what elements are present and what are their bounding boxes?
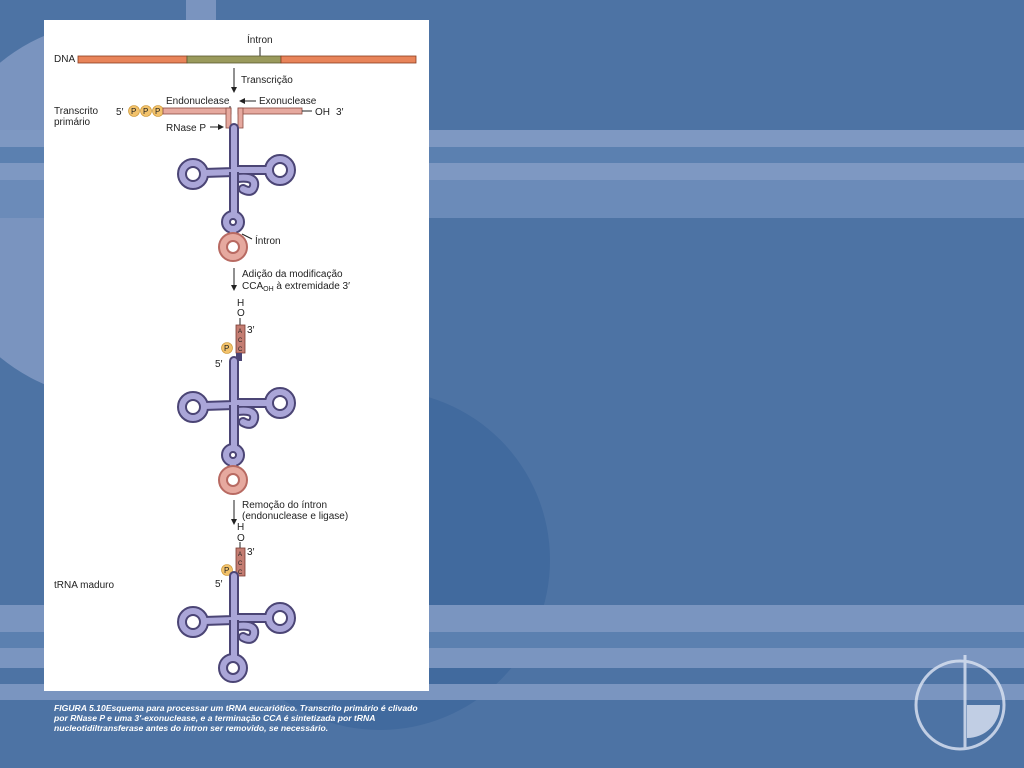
svg-text:A: A [238,552,242,558]
endonuclease-label: Endonuclease [166,96,230,107]
svg-text:P: P [143,107,148,116]
hydroxyl-h: H [237,298,244,309]
intron-removal-label: Remoção do íntron [242,500,327,511]
trna-cca-structure [182,353,291,490]
dna-bar [77,55,417,64]
hydroxyl-o: O [237,308,245,319]
phosphate-group: P P P [128,105,164,117]
exonuclease-label: Exonuclease [259,96,317,107]
five-prime-label: 5′ [116,107,124,118]
three-prime-label: 3′ [336,107,344,118]
five-prime-label-3: 5′ [215,579,223,590]
mature-trna-label: tRNA maduro [54,580,114,591]
figure-caption: FIGURA 5.10Esquema para processar um tRN… [54,703,418,733]
svg-text:P: P [155,107,160,116]
oh-label: OH [315,107,330,118]
cca-addition-label-2: CCAOH à extremidade 3′ [242,281,350,293]
phosphate-group-3: P [221,564,233,576]
svg-text:C: C [238,570,243,576]
three-prime-label-3: 3′ [247,547,255,558]
hydroxyl-o-2: O [237,533,245,544]
svg-text:P: P [224,344,229,353]
cca-addition-label: Adição da modificação [242,269,343,280]
svg-text:A: A [238,329,242,335]
svg-text:C: C [238,347,243,353]
intron-top-label: Íntron [247,33,273,46]
intron-removal-label-2: (endonuclease e ligase) [242,511,348,522]
primary-transcript-label: Transcrito [54,106,99,117]
five-prime-label-2: 5′ [215,359,223,370]
svg-text:P: P [224,566,229,575]
three-prime-label-2: 3′ [247,325,255,336]
mature-trna-structure [182,576,291,678]
rnase-p-label: RNase P [166,123,206,134]
transcription-label: Transcrição [241,75,293,86]
svg-text:C: C [238,338,243,344]
logo-icon [914,655,1006,751]
hydroxyl-h-2: H [237,522,244,533]
svg-text:C: C [238,561,243,567]
primary-transcript-label-2: primário [54,117,91,128]
dna-label: DNA [54,54,75,65]
cca-end-2: A C C [235,547,246,577]
phosphate-group-2: P [221,342,233,354]
cca-end: A C C [235,324,246,354]
svg-text:P: P [131,107,136,116]
intron-mid-label: Íntron [255,234,281,247]
